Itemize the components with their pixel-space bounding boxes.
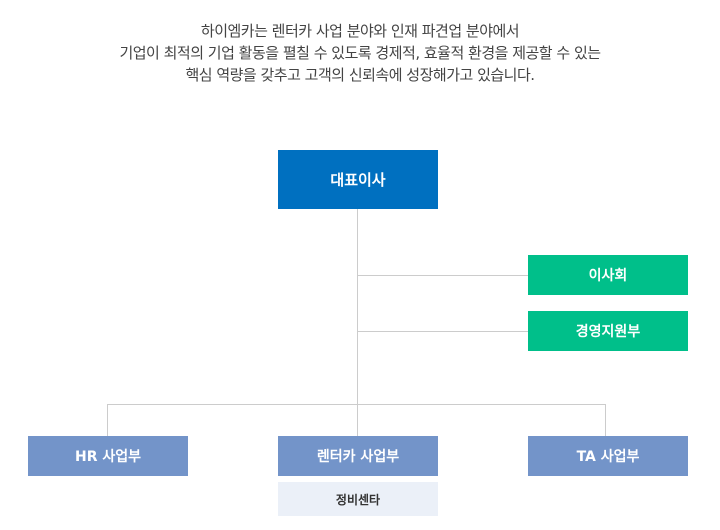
rental-division-box: 렌터카 사업부 [278,436,438,476]
intro-line: 하이엠카는 렌터카 사업 분야와 인재 파견업 분야에서 [200,22,520,40]
connector-line [357,331,528,332]
connector-line [357,275,528,276]
hr-division-box: HR 사업부 [28,436,188,476]
ceo-box: 대표이사 [278,150,438,209]
ta-division-box: TA 사업부 [528,436,688,476]
connector-line [107,404,108,436]
management-support-box: 경영지원부 [528,311,688,351]
connector-line [357,209,358,436]
intro-line: 핵심 역량을 갖추고 고객의 신뢰속에 성장해가고 있습니다. [185,66,535,84]
board-box: 이사회 [528,255,688,295]
connector-line [605,404,606,436]
intro-line: 기업이 최적의 기업 활동을 펼칠 수 있도록 경제적, 효율적 환경을 제공할… [119,44,601,62]
connector-line [107,404,606,405]
maintenance-center-box: 정비센타 [278,482,438,516]
intro-text: 하이엠카는 렌터카 사업 분야와 인재 파견업 분야에서 기업이 최적의 기업 … [0,20,720,86]
